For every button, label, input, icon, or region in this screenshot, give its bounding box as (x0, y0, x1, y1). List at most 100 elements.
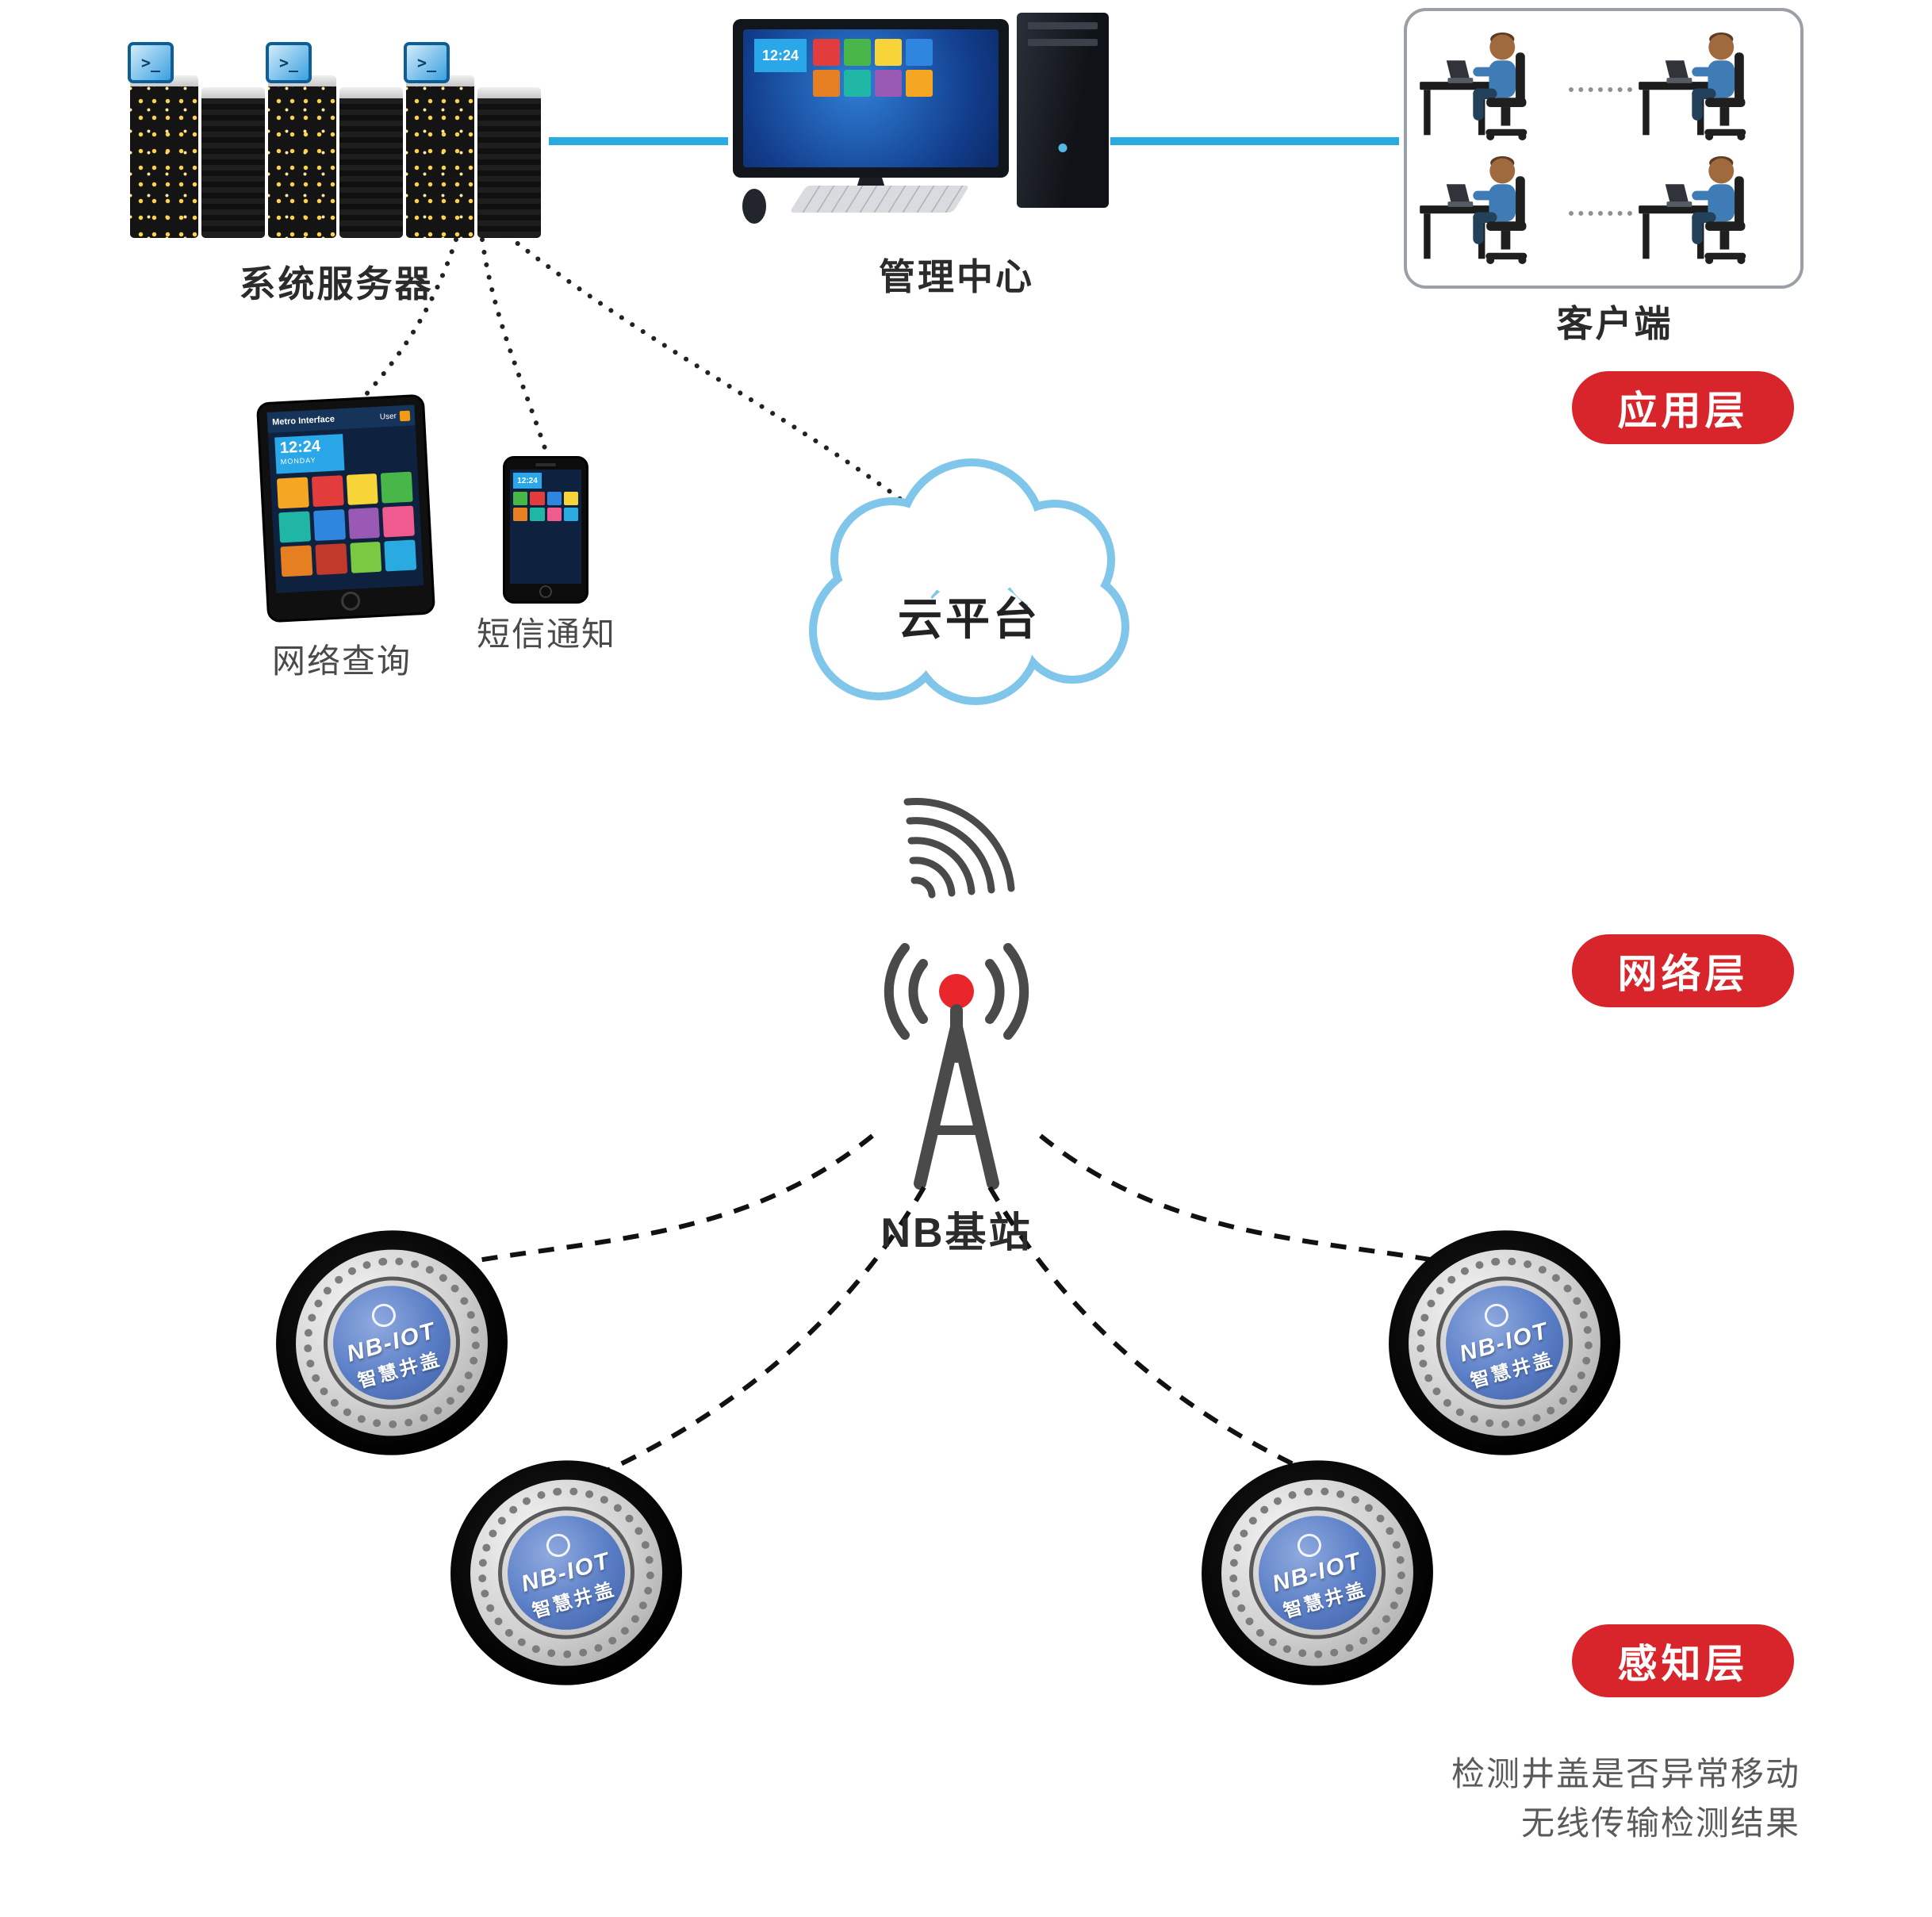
tablet-topbar: Metro Interface User (266, 404, 416, 434)
note-line: 检测井盖是否异常移动 (1451, 1755, 1800, 1792)
terminal-icon: >_ (404, 42, 450, 83)
server-rack: >_ (128, 42, 198, 238)
phone-tile-grid (513, 492, 578, 521)
server-rack-group: >_ >_ >_ (128, 42, 542, 238)
tablet-screen: Metro Interface User 12:24 MONDAY (266, 404, 424, 593)
cloud-label: 云平台 (898, 594, 1041, 644)
app-tile (346, 473, 378, 505)
terminal-icon: >_ (266, 42, 312, 83)
antenna-dot (939, 974, 974, 1009)
person-at-desk-icon (1639, 152, 1785, 264)
link-servers-cloud (505, 233, 922, 516)
app-tile (278, 511, 311, 543)
power-led (1058, 144, 1068, 152)
server-rack (339, 87, 403, 238)
rack-body (130, 86, 198, 238)
app-tile (530, 492, 545, 505)
rack-body (406, 86, 474, 238)
drive-bay (1028, 22, 1098, 29)
management-label: 管理中心 (879, 256, 1034, 297)
tablet-user: User (380, 410, 411, 422)
server-rack: >_ (404, 42, 474, 238)
wifi-signal-icon (903, 797, 1015, 899)
cover-text-group: NB-IOT 智慧井盖 (336, 1292, 447, 1394)
cover-text-group: NB-IOT 智慧井盖 (511, 1522, 621, 1624)
tablet-header-text: Metro Interface (271, 414, 335, 427)
tablet-clock-tile: 12:24 MONDAY (274, 434, 345, 474)
clients-label: 客户端 (1556, 303, 1673, 344)
cloud-shape (809, 458, 1129, 705)
link-station-cover-3 (987, 1186, 1322, 1479)
clients-box (1404, 8, 1804, 289)
servers-label: 系统服务器 (239, 263, 434, 305)
rack-body (201, 98, 265, 238)
keyboard (789, 186, 970, 213)
management-computer: 12:24 (730, 13, 1110, 224)
rack-body (477, 98, 541, 238)
server-rack (477, 87, 541, 238)
terminal-glyph: >_ (278, 53, 299, 72)
app-tile (315, 543, 347, 576)
person-at-desk-icon (1639, 29, 1785, 140)
screen-clock-tile: 12:24 (754, 39, 807, 72)
pc-tower (1017, 13, 1109, 208)
app-tile (563, 492, 578, 505)
tablet-device: Metro Interface User 12:24 MONDAY (255, 393, 436, 623)
app-tile (513, 508, 528, 521)
link-station-cover-4 (1039, 1133, 1450, 1265)
link-station-cover-2 (592, 1186, 926, 1479)
app-tile (906, 39, 933, 66)
app-tile (844, 39, 871, 66)
perception-notes: 检测井盖是否异常移动 无线传输检测结果 (1451, 1750, 1800, 1848)
rack-cap (201, 87, 265, 98)
application-layer-badge: 应用层 (1572, 371, 1794, 444)
phone-screen: 12:24 (510, 470, 581, 584)
terminal-glyph: >_ (416, 53, 437, 72)
perception-layer-badge: 感知层 (1572, 1624, 1794, 1697)
network-layer-badge: 网络层 (1572, 934, 1794, 1007)
app-tile (875, 70, 902, 97)
terminal-glyph: >_ (140, 53, 161, 72)
manhole-cover: NB-IOT 智慧井盖 (439, 1448, 694, 1697)
link-station-cover-1 (463, 1133, 874, 1265)
link-servers-phone (480, 237, 550, 458)
server-rack: >_ (266, 42, 336, 238)
tablet-tile-grid (276, 471, 417, 577)
rack-body (268, 86, 336, 238)
phone-clock-tile: 12:24 (513, 473, 542, 489)
app-tile (312, 509, 346, 542)
monitor-screen: 12:24 (743, 29, 999, 167)
screen-tile-grid (813, 39, 940, 97)
rack-cap (339, 87, 403, 98)
carrier-logo-icon (543, 1531, 573, 1560)
note-line: 无线传输检测结果 (1520, 1804, 1800, 1842)
manhole-cover: NB-IOT 智慧井盖 (1190, 1448, 1445, 1697)
app-tile (813, 39, 840, 66)
tablet-label: 网络查询 (271, 642, 412, 680)
manhole-cover: NB-IOT 智慧井盖 (264, 1218, 519, 1467)
link-servers-tablet (356, 237, 458, 405)
drive-bay (1028, 39, 1098, 46)
carrier-logo-icon (1294, 1531, 1324, 1560)
rack-body (339, 98, 403, 238)
cover-text-group: NB-IOT 智慧井盖 (1449, 1292, 1559, 1394)
home-button (340, 591, 361, 612)
mouse (742, 189, 766, 224)
home-button (539, 585, 552, 598)
carrier-logo-icon (1482, 1301, 1512, 1330)
manhole-cover: NB-IOT 智慧井盖 (1377, 1218, 1632, 1467)
phone-device: 12:24 (503, 456, 588, 604)
app-tile (349, 541, 382, 573)
nb-station-label: NB基站 (880, 1210, 1033, 1256)
person-at-desk-icon (1420, 29, 1566, 140)
rack-cap (477, 87, 541, 98)
nb-station-icon (884, 943, 1029, 1190)
app-tile (546, 508, 562, 521)
person-at-desk-icon (1420, 152, 1566, 264)
app-tile (384, 539, 417, 572)
monitor: 12:24 (733, 19, 1009, 178)
app-tile (530, 508, 545, 521)
app-tile (311, 475, 344, 508)
app-tile (563, 508, 578, 521)
